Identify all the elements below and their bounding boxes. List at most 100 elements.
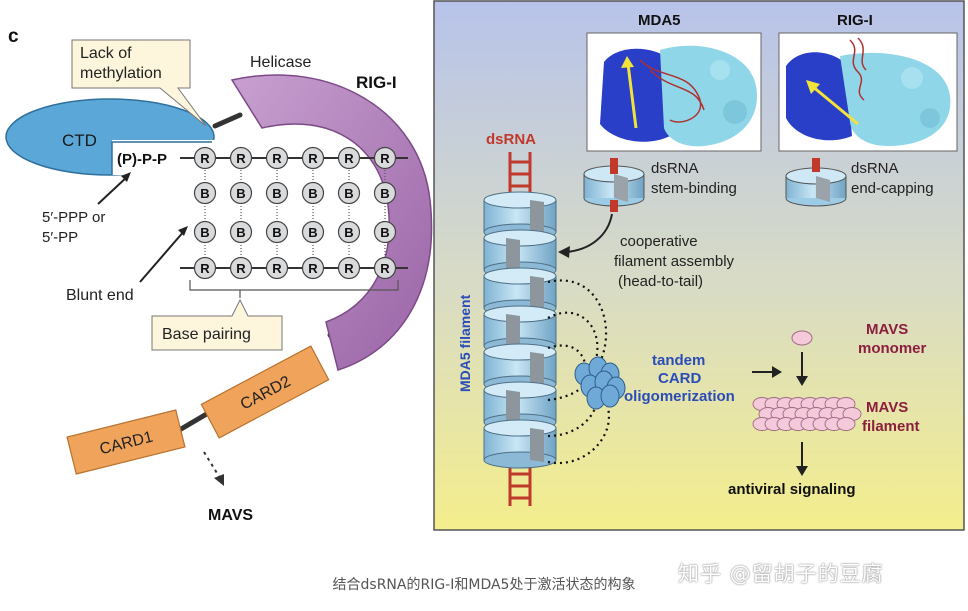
filament-segment <box>483 229 557 279</box>
ppp-arrow <box>97 175 129 205</box>
base-pairing-callout <box>151 298 283 351</box>
base-node <box>229 181 253 205</box>
ribose-node <box>301 256 325 280</box>
stem-binding-line-1: dsRNA <box>651 160 699 177</box>
tandem-line-2: CARD <box>658 370 701 387</box>
antiviral-label: antiviral signaling <box>728 481 856 498</box>
ribose-letter: R <box>344 261 354 276</box>
ribose-letter: R <box>380 151 390 166</box>
base-letter: B <box>200 186 209 201</box>
ribose-letter: R <box>200 151 210 166</box>
tandem-line-3: oligomerization <box>624 388 735 405</box>
ribose-node <box>229 146 253 170</box>
base-letter: B <box>344 186 353 201</box>
ppp-text: (P)-P-P <box>117 151 167 168</box>
ribose-node <box>373 146 397 170</box>
ppp-label-2: 5′-PP <box>42 229 78 246</box>
dsrna-label: dsRNA <box>486 131 536 148</box>
card2-domain: CARD2 <box>200 345 330 439</box>
mda5-structure <box>586 32 762 152</box>
base-node <box>229 220 253 244</box>
ribose-letter: R <box>272 151 282 166</box>
mavs-filament-line-1: MAVS <box>866 399 908 416</box>
filament-down-arrowhead <box>796 466 808 476</box>
base-node <box>337 181 361 205</box>
base-node <box>373 220 397 244</box>
base-pairing-bracket <box>189 280 399 298</box>
dsrna-bottom-ladder <box>508 462 532 506</box>
filament-segment <box>483 343 557 393</box>
base-letter: B <box>200 225 209 240</box>
ribose-letter: R <box>308 261 318 276</box>
ribose-node <box>337 256 361 280</box>
base-node <box>301 220 325 244</box>
zhihu-watermark: 知乎 @留胡子的豆腐 <box>678 562 884 586</box>
ribose-node <box>265 256 289 280</box>
ribose-node <box>193 256 217 280</box>
blunt-end-arrow <box>139 229 186 283</box>
mavs-monomer-line-2: monomer <box>858 340 927 357</box>
card-cluster <box>574 356 626 410</box>
blunt-end-arrowhead <box>178 226 188 236</box>
left-panel: c CTD (P)-P-P Lack of methylation Helica… <box>5 26 433 524</box>
helicase-label: Helicase <box>250 54 311 71</box>
cooperative-line-3: (head-to-tail) <box>618 273 703 290</box>
dsrna-top-ladder <box>508 152 532 196</box>
blunt-end-label: Blunt end <box>66 287 134 304</box>
ribose-letter: R <box>344 151 354 166</box>
ribose-node <box>265 146 289 170</box>
base-letter: B <box>272 186 281 201</box>
ribose-letter: R <box>236 261 246 276</box>
ribose-node <box>301 146 325 170</box>
filament-segments <box>483 191 557 469</box>
base-letter: B <box>344 225 353 240</box>
panel-letter: c <box>8 26 19 47</box>
ribose-node <box>229 256 253 280</box>
filament-segment <box>483 381 557 431</box>
ribose-letter: R <box>272 261 282 276</box>
base-letter: B <box>380 225 389 240</box>
ctd-pocket <box>112 140 215 175</box>
base-node <box>265 181 289 205</box>
card1-domain: CARD1 <box>66 409 186 475</box>
end-capping-line-2: end-capping <box>851 180 934 197</box>
rigi-title: RIG-I <box>837 12 873 29</box>
mavs-filament-shape <box>752 397 862 431</box>
rig-i-label: RIG-I <box>356 73 397 92</box>
rigi-structure <box>778 32 958 152</box>
base-letter: B <box>236 186 245 201</box>
card-to-mavs-arrowhead <box>772 366 782 378</box>
end-capping-line-1: dsRNA <box>851 160 899 177</box>
base-node <box>193 181 217 205</box>
base-letter: B <box>272 225 281 240</box>
mavs-dotted-arrow <box>203 451 221 479</box>
figure-caption: 结合dsRNA的RIG-I和MDA5处于激活状态的构象 <box>332 577 636 593</box>
mavs-label-left: MAVS <box>208 507 253 524</box>
ribose-node <box>337 146 361 170</box>
methylation-line-1: Lack of <box>80 45 132 62</box>
base-letter: B <box>308 186 317 201</box>
ribose-letter: R <box>236 151 246 166</box>
base-letter: B <box>380 186 389 201</box>
base-node <box>265 220 289 244</box>
mavs-unit <box>836 417 856 431</box>
mavs-arrowhead <box>214 474 224 486</box>
ctd-pocket-edge <box>111 141 212 175</box>
base-node <box>337 220 361 244</box>
methylation-callout <box>71 39 207 127</box>
ribose-letter: R <box>308 151 318 166</box>
base-letter: B <box>308 225 317 240</box>
mda5-filament-label: MDA5 filament <box>457 294 473 392</box>
mavs-monomer-line-1: MAVS <box>866 321 908 338</box>
base-node <box>301 181 325 205</box>
cooperative-arrowhead <box>558 246 570 258</box>
mavs-monomer-shape <box>791 330 813 346</box>
stem-binding-line-2: stem-binding <box>651 180 737 197</box>
methylation-line-2: methylation <box>80 65 162 82</box>
mda5-title: MDA5 <box>638 12 681 29</box>
base-node <box>193 220 217 244</box>
base-pairing-label: Base pairing <box>162 326 251 343</box>
stem-binding-icon <box>583 158 645 212</box>
